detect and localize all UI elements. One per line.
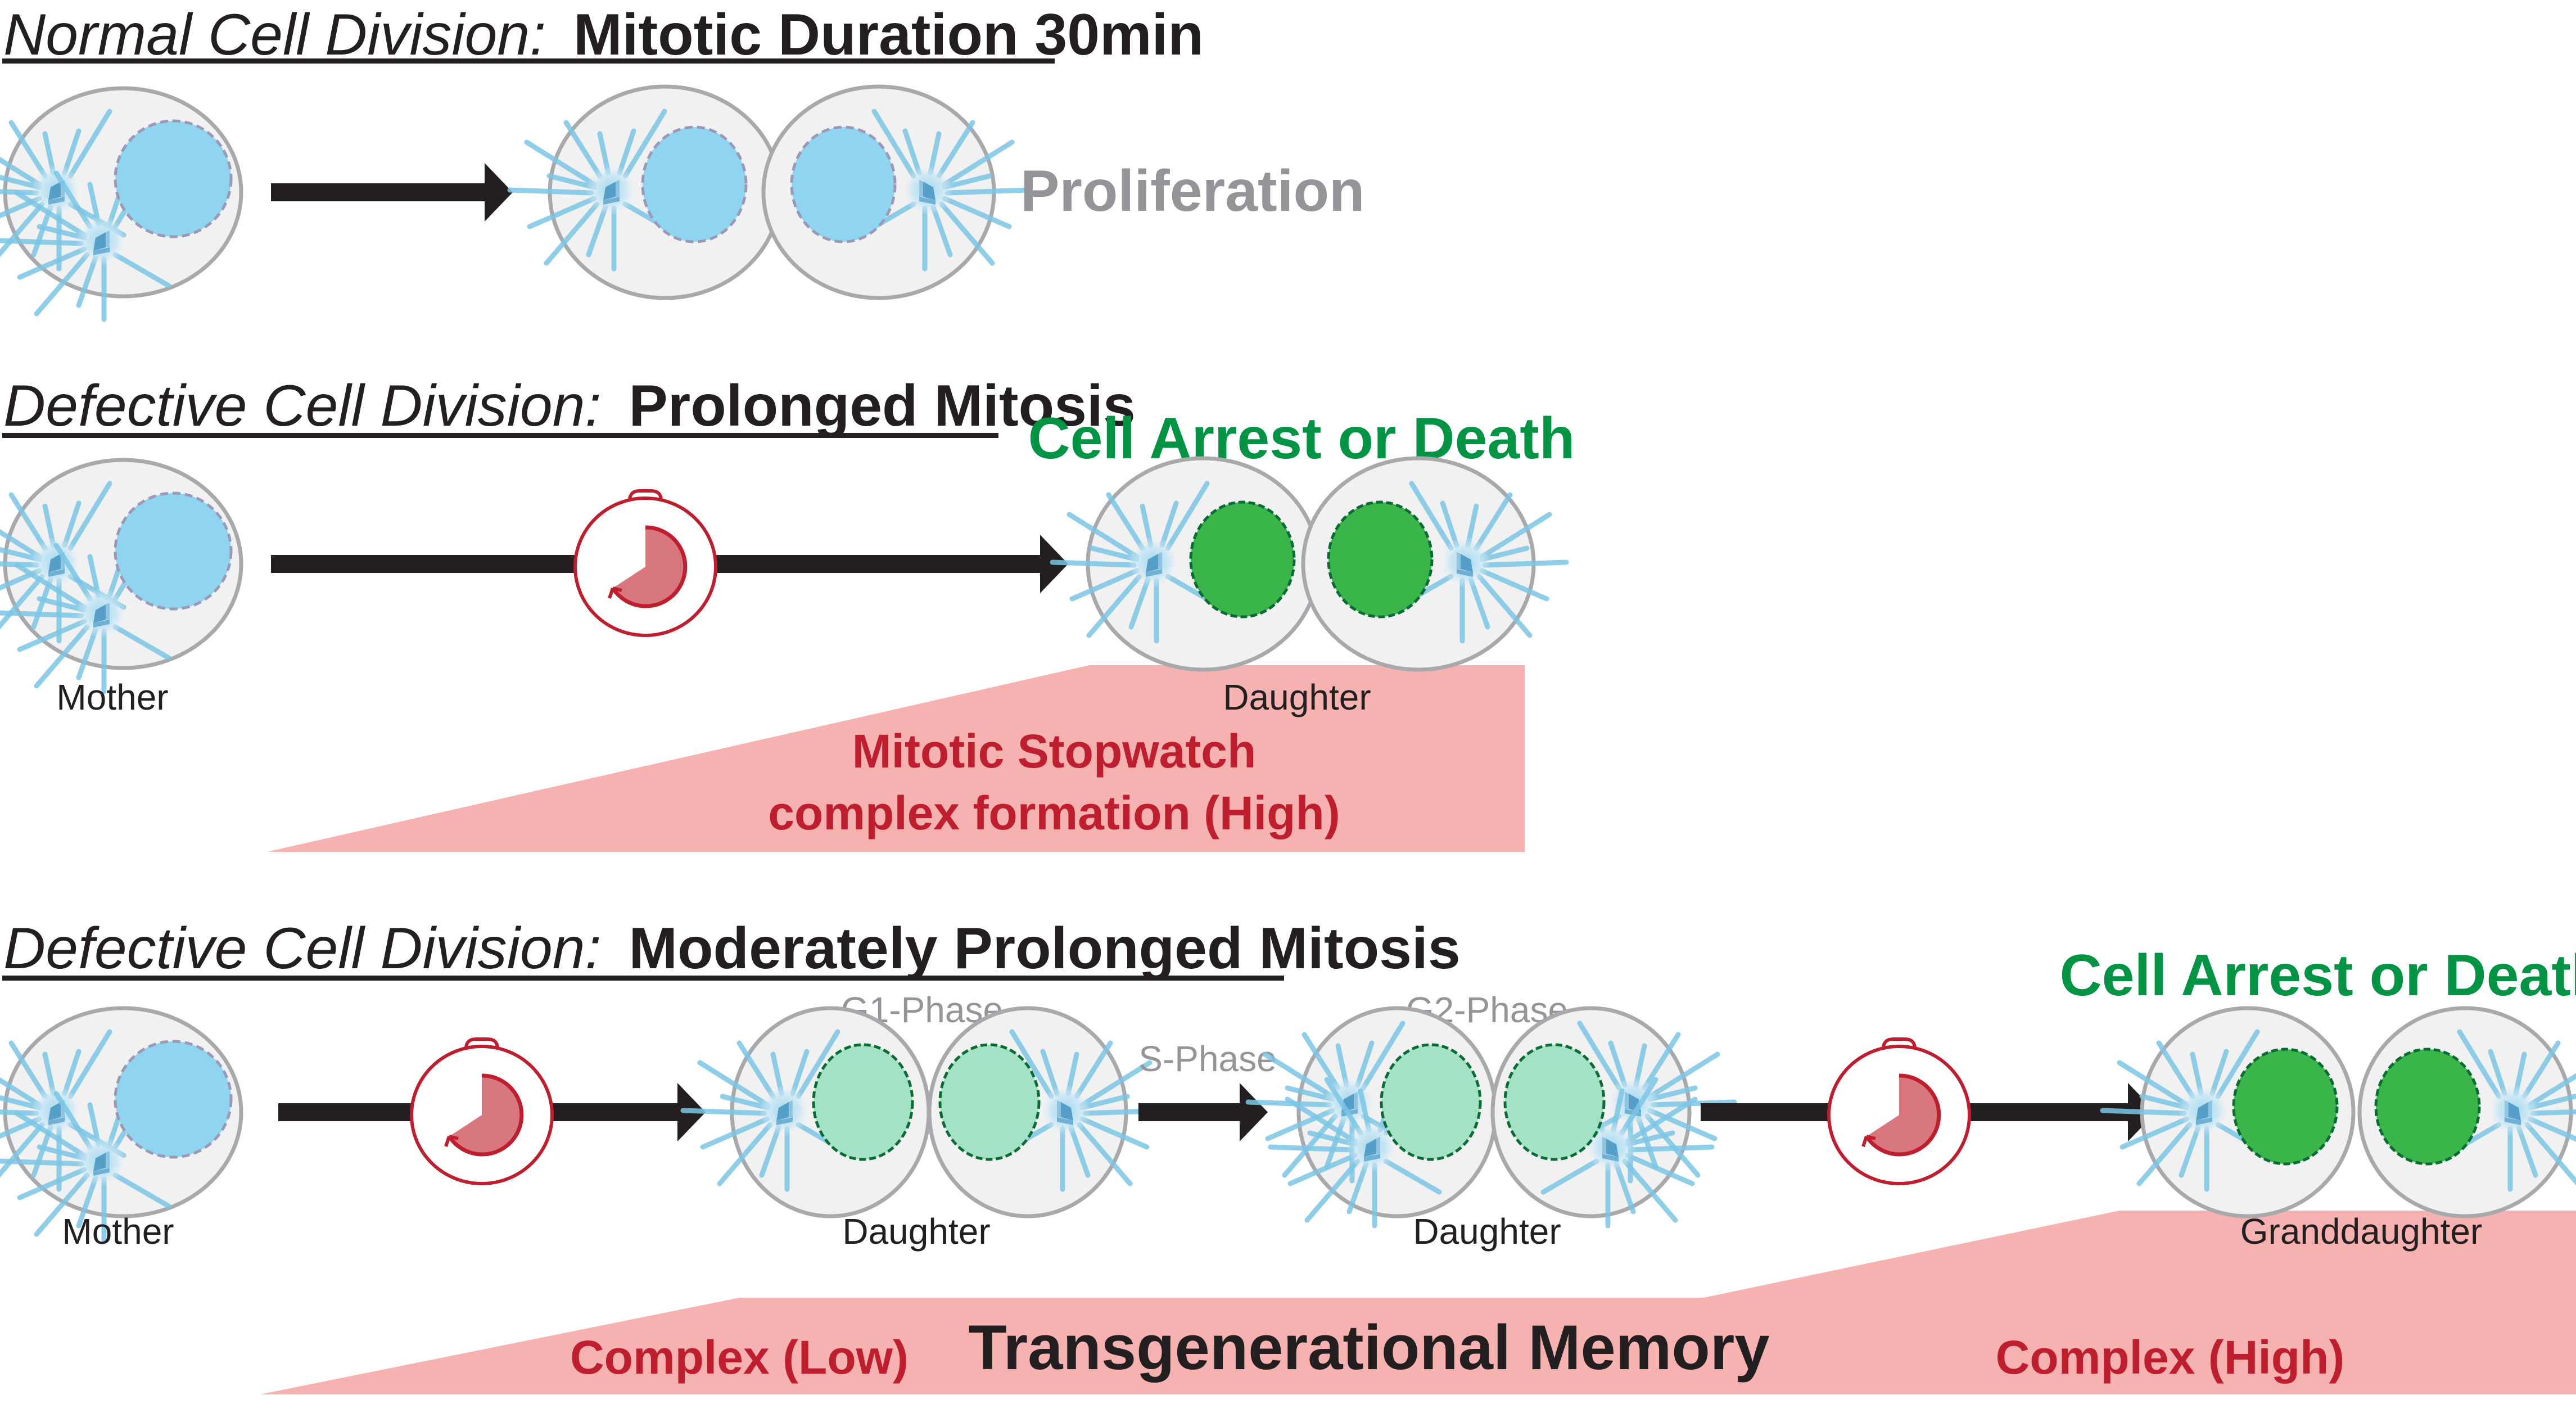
section1-title: Normal Cell Division: Mitotic Duration 3…: [3, 2, 1204, 67]
section2-title-underline: [2, 433, 998, 438]
section-moderately-prolonged-mitosis: Defective Cell Division: Moderately Prol…: [0, 916, 2576, 1394]
memory-ramp: [260, 1211, 2576, 1394]
section2-title-bold: Prolonged Mitosis: [629, 373, 1135, 439]
granddaughter-cells: [2103, 1006, 2576, 1218]
nucleus-icon: [2374, 1048, 2481, 1166]
g2-daughter-cells: [1248, 1006, 1734, 1226]
complex-high-label: Complex (High): [1996, 1331, 2345, 1384]
section1-title-underline: [2, 58, 1055, 64]
stopwatch-icon: [1829, 1039, 1969, 1184]
nucleus-icon: [1189, 500, 1296, 619]
daughter-cells: [1052, 456, 1566, 672]
stopwatch-icon: [575, 491, 716, 635]
daughter-cells: [510, 84, 1029, 300]
cell-arrest-label: Cell Arrest or Death: [2060, 943, 2576, 1008]
daughter-label: Daughter: [1413, 1211, 1561, 1252]
transgenerational-memory-label: Transgenerational Memory: [968, 1312, 1769, 1383]
nucleus-icon: [1503, 1043, 1606, 1161]
nucleus-icon: [1327, 500, 1434, 619]
right-arrow-icon: [271, 163, 513, 222]
complex-low-label: Complex (Low): [570, 1331, 909, 1384]
section-prolonged-mitosis: Defective Cell Division: Prolonged Mitos…: [0, 373, 1575, 852]
nucleus-icon: [114, 491, 233, 611]
proliferation-label: Proliferation: [1020, 159, 1365, 224]
nucleus-icon: [938, 1043, 1041, 1161]
ramp-label-line1: Mitotic Stopwatch: [852, 725, 1257, 778]
complex-ramp: [267, 665, 1525, 852]
nucleus-icon: [641, 125, 748, 243]
section3-title-italic: Defective Cell Division:: [3, 916, 601, 981]
section3-title-bold: Moderately Prolonged Mitosis: [629, 916, 1460, 981]
mother-cell: [0, 458, 243, 692]
section3-title: Defective Cell Division: Moderately Prol…: [3, 916, 1461, 981]
granddaughter-label: Granddaughter: [2240, 1211, 2483, 1252]
mother-label: Mother: [62, 1211, 174, 1252]
nucleus-icon: [114, 1040, 233, 1159]
section3-title-underline: [2, 976, 1284, 981]
section-normal-division: Normal Cell Division: Mitotic Duration 3…: [0, 2, 1365, 319]
daughter-label: Daughter: [1223, 677, 1371, 717]
mother-cell: [0, 86, 243, 319]
s-phase-label: S-Phase: [1138, 1039, 1276, 1079]
g1-daughter-cells: [683, 1006, 1167, 1218]
nucleus-icon: [790, 125, 897, 243]
section1-title-italic: Normal Cell Division:: [3, 2, 546, 67]
nucleus-icon: [1380, 1043, 1482, 1161]
section1-title-bold: Mitotic Duration 30min: [573, 2, 1204, 67]
right-arrow-icon: [1138, 1083, 1268, 1141]
nucleus-icon: [114, 119, 233, 238]
nucleus-icon: [812, 1043, 914, 1161]
daughter-label: Daughter: [842, 1211, 990, 1252]
cell-arrest-label: Cell Arrest or Death: [1028, 406, 1575, 471]
ramp-label-line2: complex formation (High): [768, 787, 1340, 839]
mother-cell: [0, 1006, 243, 1240]
section2-title: Defective Cell Division: Prolonged Mitos…: [3, 373, 1136, 439]
mother-label: Mother: [56, 677, 168, 717]
section2-title-italic: Defective Cell Division:: [3, 373, 601, 439]
nucleus-icon: [2232, 1048, 2339, 1166]
stopwatch-icon: [412, 1039, 552, 1184]
